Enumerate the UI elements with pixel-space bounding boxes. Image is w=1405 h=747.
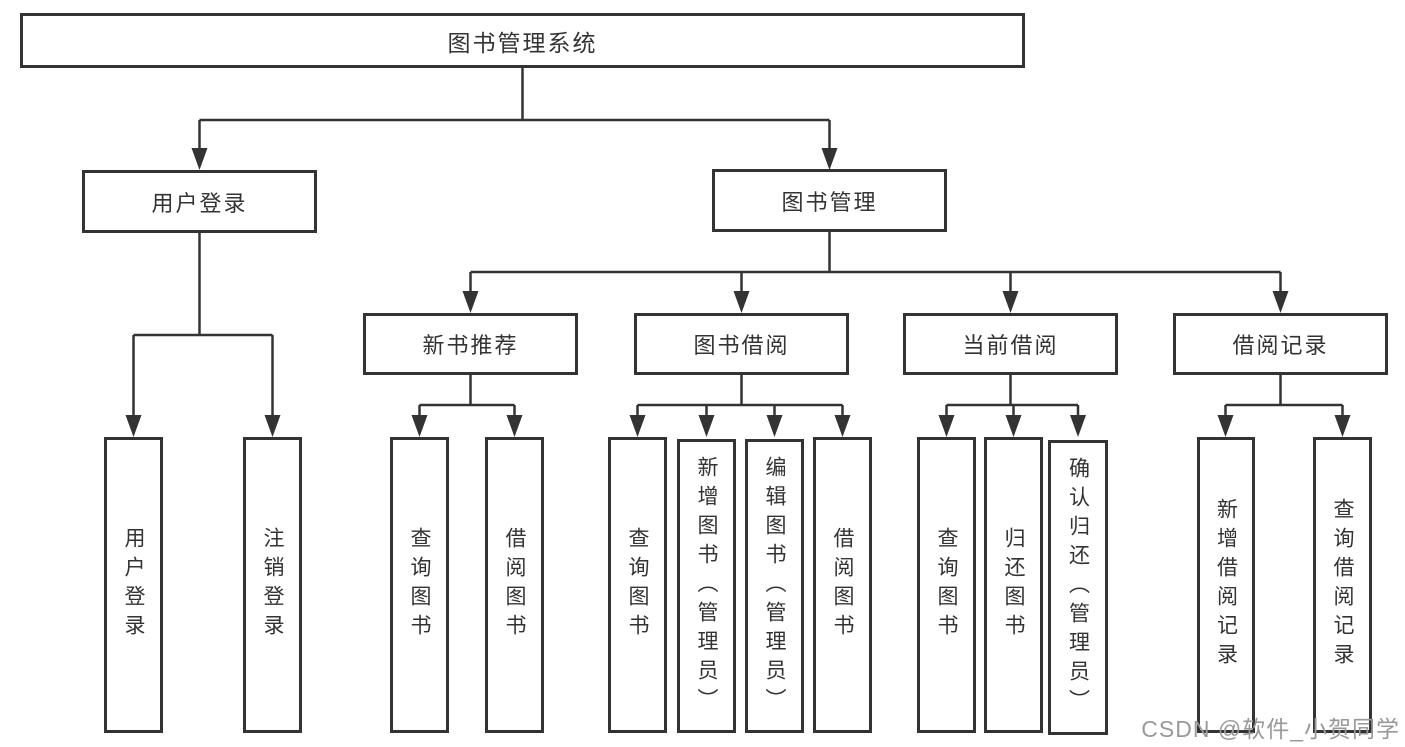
leaf-current-confirm-return-admin: 确认归还（管理员） — [1048, 440, 1108, 735]
leaf-borrow-add-books-admin: 新增图书（管理员） — [677, 439, 736, 733]
leaf-label: 注销登录 — [261, 527, 284, 643]
leaf-recommend-borrow-books: 借阅图书 — [485, 437, 544, 733]
leaf-borrow-borrow-books: 借阅图书 — [813, 437, 872, 733]
leaf-current-return-books: 归还图书 — [984, 437, 1043, 733]
node-book-management: 图书管理 — [712, 169, 947, 232]
node-user-login: 用户登录 — [82, 170, 317, 233]
leaf-label: 确认归还（管理员） — [1066, 457, 1090, 718]
leaf-label: 查询图书 — [626, 527, 649, 643]
leaf-records-query-record: 查询借阅记录 — [1313, 437, 1372, 733]
leaf-records-add-record: 新增借阅记录 — [1197, 437, 1255, 733]
leaf-recommend-query-books: 查询图书 — [390, 437, 449, 733]
leaf-current-query-books: 查询图书 — [917, 437, 976, 733]
leaf-label: 归还图书 — [1002, 527, 1025, 643]
leaf-label: 编辑图书（管理员） — [763, 455, 786, 717]
leaf-label: 新增图书（管理员） — [695, 455, 718, 717]
leaf-label: 查询图书 — [935, 527, 958, 643]
node-root: 图书管理系统 — [20, 13, 1025, 68]
leaf-label: 借阅图书 — [503, 527, 526, 643]
leaf-user-login: 用户登录 — [104, 437, 163, 733]
node-borrowing-records: 借阅记录 — [1173, 313, 1388, 375]
leaf-label: 借阅图书 — [831, 527, 854, 643]
leaf-label: 查询图书 — [408, 527, 431, 643]
leaf-label: 用户登录 — [122, 527, 145, 643]
node-current-borrowing: 当前借阅 — [903, 313, 1118, 375]
leaf-borrow-query-books: 查询图书 — [608, 437, 667, 733]
leaf-label: 新增借阅记录 — [1214, 498, 1238, 672]
node-new-book-recommendation: 新书推荐 — [363, 313, 578, 375]
watermark: CSDN @软件_小贺同学 — [1141, 716, 1400, 742]
leaf-label: 查询借阅记录 — [1331, 498, 1354, 672]
leaf-borrow-edit-books-admin: 编辑图书（管理员） — [745, 439, 804, 733]
leaf-logout: 注销登录 — [243, 437, 302, 733]
node-book-borrowing: 图书借阅 — [634, 313, 849, 375]
